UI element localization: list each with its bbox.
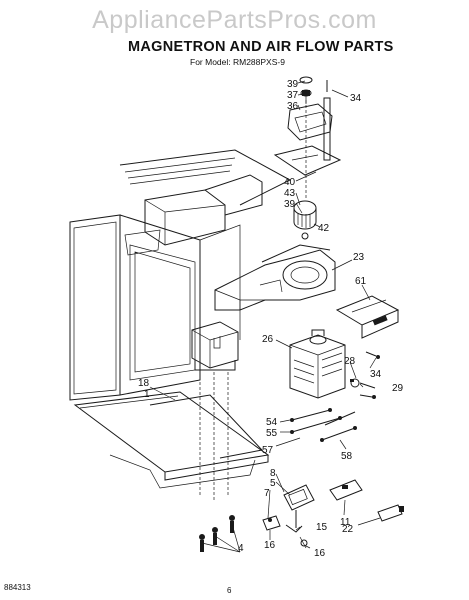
callout-leaders <box>149 80 381 553</box>
callout-1: 1 <box>144 389 150 400</box>
callout-16b: 16 <box>314 548 326 559</box>
callout-22: 22 <box>342 524 354 535</box>
callout-55: 55 <box>266 428 278 439</box>
callout-57: 57 <box>262 445 274 456</box>
high-voltage-transformer <box>191 321 239 500</box>
base-plate <box>73 391 270 489</box>
callout-7: 7 <box>264 488 270 499</box>
callout-34a: 34 <box>350 93 362 104</box>
callout-40: 40 <box>284 177 296 188</box>
callout-16a: 16 <box>264 540 276 551</box>
model-subtitle: For Model: RM288PXS-9 <box>190 57 285 67</box>
wire-leads <box>290 408 357 442</box>
callout-26: 26 <box>262 334 274 345</box>
callout-42: 42 <box>318 223 330 234</box>
air-duct <box>214 244 336 311</box>
callout-11: 11 <box>340 517 351 528</box>
magnetron <box>289 329 346 399</box>
callout-43: 43 <box>284 188 296 199</box>
callout-15: 15 <box>316 522 328 533</box>
thermal-protector-hardware <box>350 351 380 399</box>
document-number: 884313 <box>4 583 31 592</box>
callout-18: 18 <box>138 378 150 389</box>
callout-36: 36 <box>287 101 299 112</box>
diagram-title: MAGNETRON AND AIR FLOW PARTS <box>128 39 394 55</box>
fuse-holder-assembly <box>262 479 404 549</box>
callout-61: 61 <box>355 276 367 287</box>
callout-29: 29 <box>392 383 404 394</box>
callout-4: 4 <box>238 543 244 554</box>
bracket-part-61 <box>335 295 400 339</box>
callout-39a: 39 <box>287 79 299 90</box>
callout-39b: 39 <box>284 199 296 210</box>
callout-5: 5 <box>270 478 276 489</box>
callout-54: 54 <box>266 417 278 428</box>
callout-34b: 34 <box>370 369 382 380</box>
callout-23: 23 <box>353 252 365 263</box>
watermark: AppliancePartsPros.com <box>92 6 377 34</box>
page-number: 6 <box>227 586 232 595</box>
callout-28: 28 <box>344 356 356 367</box>
oven-cavity <box>69 149 292 401</box>
callout-labels: 39 37 36 34 40 43 39 42 23 61 26 28 34 2… <box>138 79 404 559</box>
callout-58: 58 <box>341 451 353 462</box>
callout-37: 37 <box>287 90 299 101</box>
callout-8: 8 <box>270 468 276 479</box>
blower-motor-assembly <box>273 76 342 240</box>
